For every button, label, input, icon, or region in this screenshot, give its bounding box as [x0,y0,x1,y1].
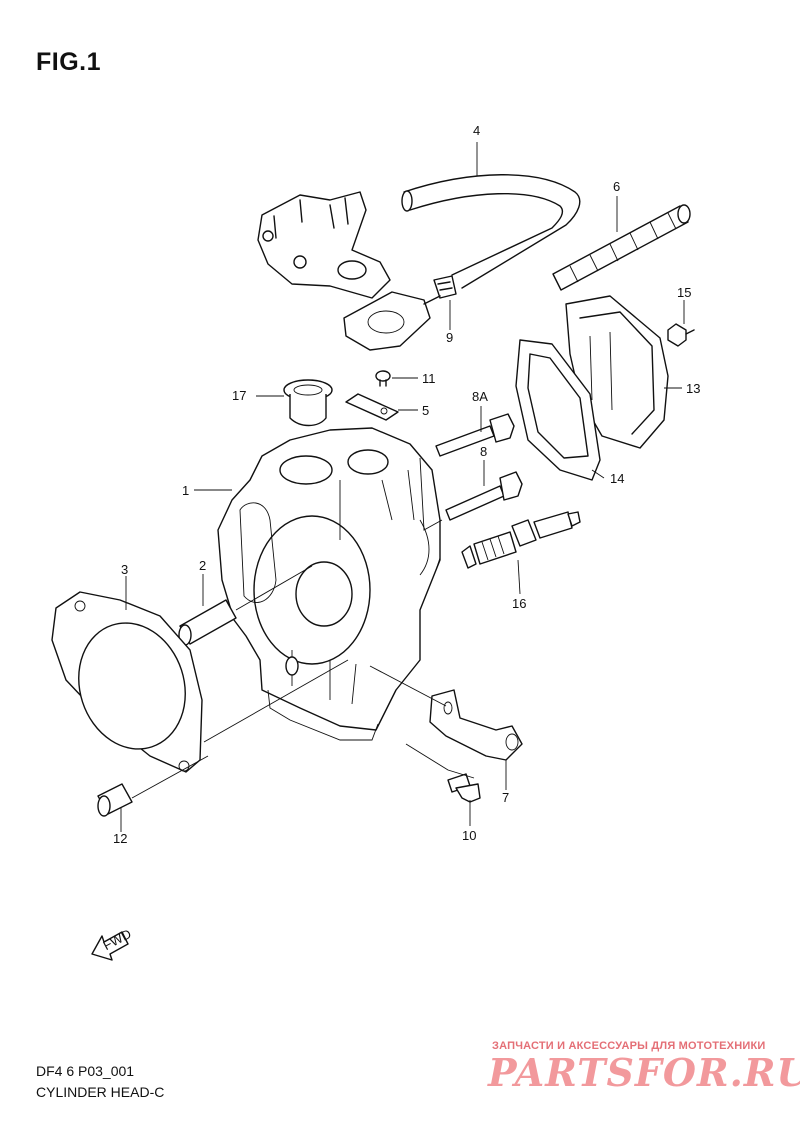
leader-lines [120,142,685,832]
watermark-tagline: ЗАПЧАСТИ И АКСЕССУАРЫ ДЛЯ МОТОТЕХНИКИ [492,1040,766,1052]
callout-6: 6 [613,179,620,194]
callout-17: 17 [232,388,246,403]
callout-9: 9 [446,330,453,345]
thermostat-cover[interactable] [257,191,391,299]
part-1-cylinder-head[interactable] [217,427,441,741]
callout-7: 7 [502,790,509,805]
figure-title: FIG.1 [36,48,102,76]
part-8a-bolt[interactable] [435,413,515,457]
watermark-logo: PARTSFOR.RU [488,1050,800,1095]
fwd-arrow-icon: FWD [91,926,134,961]
part-14-cover-gasket[interactable] [515,339,601,481]
callout-10: 10 [462,828,476,843]
callout-3: 3 [121,562,128,577]
part-10-bolt[interactable] [447,773,481,803]
callout-16: 16 [512,596,526,611]
callout-15: 15 [677,285,691,300]
part-4-hose[interactable] [401,174,581,289]
part-8-bolt[interactable] [445,471,523,521]
part-11-screw[interactable] [375,370,391,387]
callout-2: 2 [199,558,206,573]
callout-1: 1 [182,483,189,498]
part-15-bolt[interactable] [667,323,695,347]
callout-8: 8 [480,444,487,459]
callout-5: 5 [422,403,429,418]
cover-gasket[interactable] [343,291,441,351]
callout-14: 14 [610,471,624,486]
diagram-name: CYLINDER HEAD-C [36,1084,165,1100]
assembly-guide-lines [131,457,475,799]
callout-8a: 8A [472,389,488,404]
part-17-thermostat[interactable] [283,379,333,427]
part-6-protector-sleeve[interactable] [552,204,691,291]
part-5-plate[interactable] [345,393,399,421]
callout-11: 11 [422,371,436,386]
callout-13: 13 [686,381,700,396]
part-16-spark-plug[interactable] [461,511,581,569]
part-3-head-gasket[interactable] [51,591,203,773]
part-7-bracket[interactable] [429,689,523,761]
callout-12: 12 [113,831,127,846]
diagram-code: DF4 6 P03_001 [36,1063,135,1079]
callout-labels: 4 6 15 9 13 11 17 8A 5 8 14 1 3 2 16 7 1… [113,123,700,846]
part-2-dowel-pin[interactable] [178,599,237,646]
callout-4: 4 [473,123,480,138]
part-12-dowel[interactable] [97,783,133,817]
part-9-clip[interactable] [433,275,457,299]
